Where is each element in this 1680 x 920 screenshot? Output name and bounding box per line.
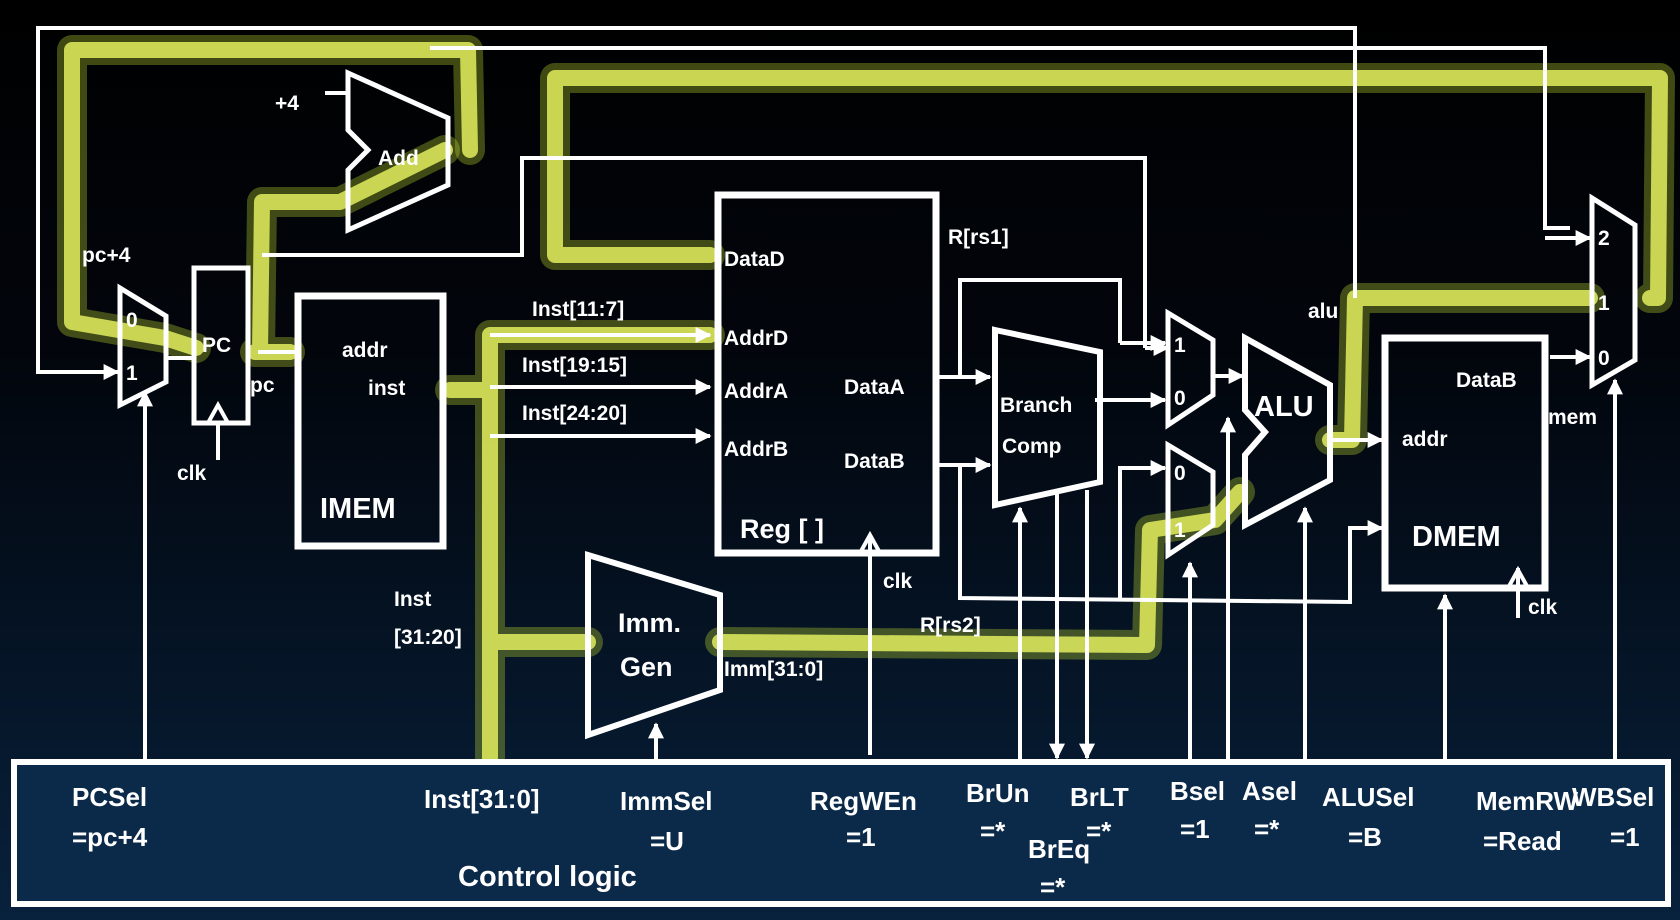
- branch-line2: Comp: [1002, 435, 1062, 458]
- imem-label: IMEM: [320, 493, 396, 525]
- field-rd: Inst[11:7]: [532, 298, 624, 321]
- wb-mux-in1: 1: [1598, 292, 1610, 315]
- regwen-name: RegWEn: [810, 786, 917, 816]
- b-mux-in0: 0: [1174, 462, 1186, 485]
- dmem-clk-label: clk: [1528, 596, 1558, 619]
- dmem-datab: DataB: [1456, 369, 1517, 392]
- pc-mux: [117, 283, 169, 410]
- imem-box: [294, 292, 447, 550]
- wbsel-value: =1: [1610, 822, 1640, 852]
- adder-const: +4: [275, 92, 299, 115]
- alu-box: [1242, 332, 1333, 530]
- memrw-value: =Read: [1483, 826, 1562, 856]
- a-mux-in0: 0: [1174, 387, 1186, 410]
- control-logic-title: Control logic: [458, 861, 637, 893]
- bsel-name: Bsel: [1170, 776, 1225, 806]
- alusel-name: ALUSel: [1322, 782, 1414, 812]
- alu-label: ALU: [1254, 391, 1314, 423]
- brlt-value: =*: [1086, 816, 1112, 846]
- dmem-addr: addr: [1402, 428, 1448, 451]
- pc-mux-in0: 0: [126, 309, 138, 332]
- brun-name: BrUn: [966, 778, 1030, 808]
- dmem-clk-triangle: [1506, 565, 1530, 589]
- regwen-value: =1: [846, 822, 876, 852]
- memrw-name: MemRW: [1476, 786, 1579, 816]
- reg-addrd: AddrD: [724, 327, 788, 350]
- inst-name: Inst[31:0]: [424, 784, 540, 814]
- pcsel-value: =pc+4: [72, 822, 148, 852]
- breq-name: BrEq: [1028, 834, 1090, 864]
- bsel-value: =1: [1180, 814, 1210, 844]
- asel-value: =*: [1254, 814, 1280, 844]
- pc-clk-label: clk: [177, 462, 207, 485]
- adder-label: Add: [378, 147, 419, 170]
- imem-inst-label: inst: [368, 377, 405, 400]
- pc4-label: pc+4: [82, 244, 131, 267]
- reg-datad: DataD: [724, 248, 785, 271]
- reg-clk-label: clk: [883, 570, 913, 593]
- mem-signal: mem: [1548, 406, 1597, 429]
- pc-out-label: pc: [250, 374, 275, 397]
- rs1-signal: R[rs1]: [948, 226, 1009, 249]
- reg-clk-triangle: [858, 530, 882, 554]
- hl-inst-bus: [442, 327, 718, 768]
- field-imm-top: Inst: [394, 588, 431, 611]
- pc-mux-in1: 1: [126, 362, 138, 385]
- wbsel-name: WBSel: [1572, 782, 1654, 812]
- immgen-line2: Gen: [620, 652, 673, 682]
- brun-value: =*: [980, 816, 1006, 846]
- b-mux-in1: 1: [1174, 519, 1186, 542]
- field-imm-bot: [31:20]: [394, 626, 462, 649]
- pc-clk-triangle: [206, 400, 230, 424]
- immsel-name: ImmSel: [620, 786, 713, 816]
- rs2-signal: R[rs2]: [920, 614, 981, 637]
- branch-comp-box: [992, 326, 1103, 509]
- hl-imm-path: [712, 484, 1248, 653]
- reg-addrb: AddrB: [724, 438, 788, 461]
- asel-name: Asel: [1242, 776, 1297, 806]
- reg-label: Reg [ ]: [740, 514, 824, 544]
- reg-dataa: DataA: [844, 376, 905, 399]
- pcsel-name: PCSel: [72, 782, 147, 812]
- hl-pc4-loop: [64, 42, 478, 356]
- wb-mux-in2: 2: [1598, 227, 1610, 250]
- dmem-label: DMEM: [1412, 521, 1501, 553]
- wb-mux-in0: 0: [1598, 347, 1610, 370]
- branch-line1: Branch: [1000, 394, 1072, 417]
- dmem-box: [1381, 334, 1549, 592]
- control-signals: PCSel =pc+4 Inst[31:0] ImmSel =U RegWEn …: [72, 776, 1654, 902]
- b-mux: [1165, 440, 1216, 560]
- wb-mux: [1589, 193, 1638, 390]
- field-rs1: Inst[19:15]: [522, 354, 627, 377]
- a-mux: [1165, 308, 1216, 430]
- wires: [36, 26, 1623, 760]
- immgen-out: Imm[31:0]: [724, 658, 823, 681]
- reg-addra: AddrA: [724, 380, 788, 403]
- pc-register: [191, 265, 251, 426]
- control-logic-box: [11, 759, 1671, 907]
- breq-value: =*: [1040, 872, 1066, 902]
- immsel-value: =U: [650, 826, 684, 856]
- adder: [345, 69, 451, 234]
- immgen-line1: Imm.: [618, 608, 681, 638]
- field-rs2: Inst[24:20]: [522, 402, 627, 425]
- immgen-box: [585, 550, 723, 740]
- regfile-box: [714, 191, 940, 557]
- pc-label: PC: [202, 334, 231, 357]
- a-mux-in1: 1: [1174, 334, 1186, 357]
- imem-addr-label: addr: [342, 339, 388, 362]
- alu-signal: alu: [1308, 300, 1338, 323]
- alusel-value: =B: [1348, 822, 1382, 852]
- brlt-name: BrLT: [1070, 782, 1129, 812]
- reg-datab: DataB: [844, 450, 905, 473]
